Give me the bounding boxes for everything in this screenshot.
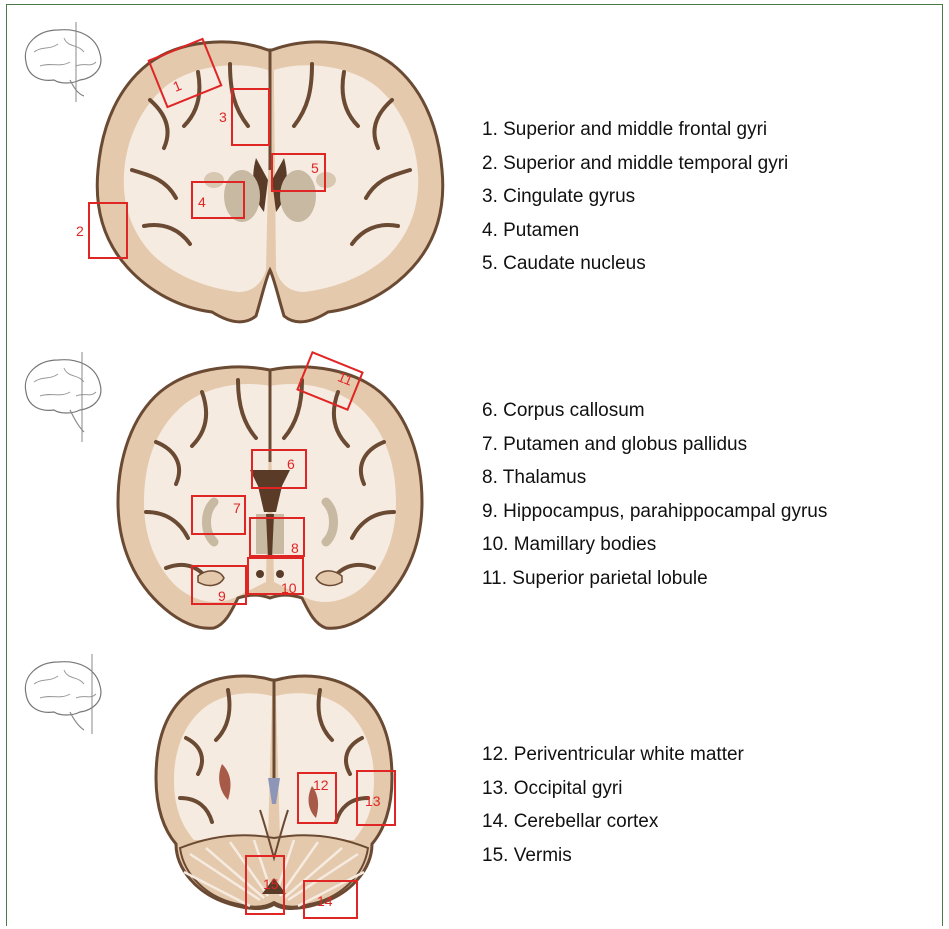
marker-box-15: 15: [245, 855, 285, 915]
marker-box-12: 12: [297, 772, 337, 824]
marker-label: 14: [317, 894, 333, 908]
legend-item: 12. Periventricular white matter: [482, 738, 744, 772]
marker-label: 13: [365, 794, 381, 808]
legend-item: 14. Cerebellar cortex: [482, 805, 744, 839]
marker-box-14: 14: [303, 880, 358, 919]
legend-item: 15. Vermis: [482, 839, 744, 873]
marker-label: 12: [313, 778, 329, 792]
marker-label: 15: [263, 877, 279, 891]
legend-section-3: 12. Periventricular white matter 13. Occ…: [482, 738, 744, 872]
legend-item: 13. Occipital gyri: [482, 772, 744, 806]
brain-thumbnail-icon: [20, 654, 110, 734]
marker-box-13: 13: [356, 770, 396, 826]
